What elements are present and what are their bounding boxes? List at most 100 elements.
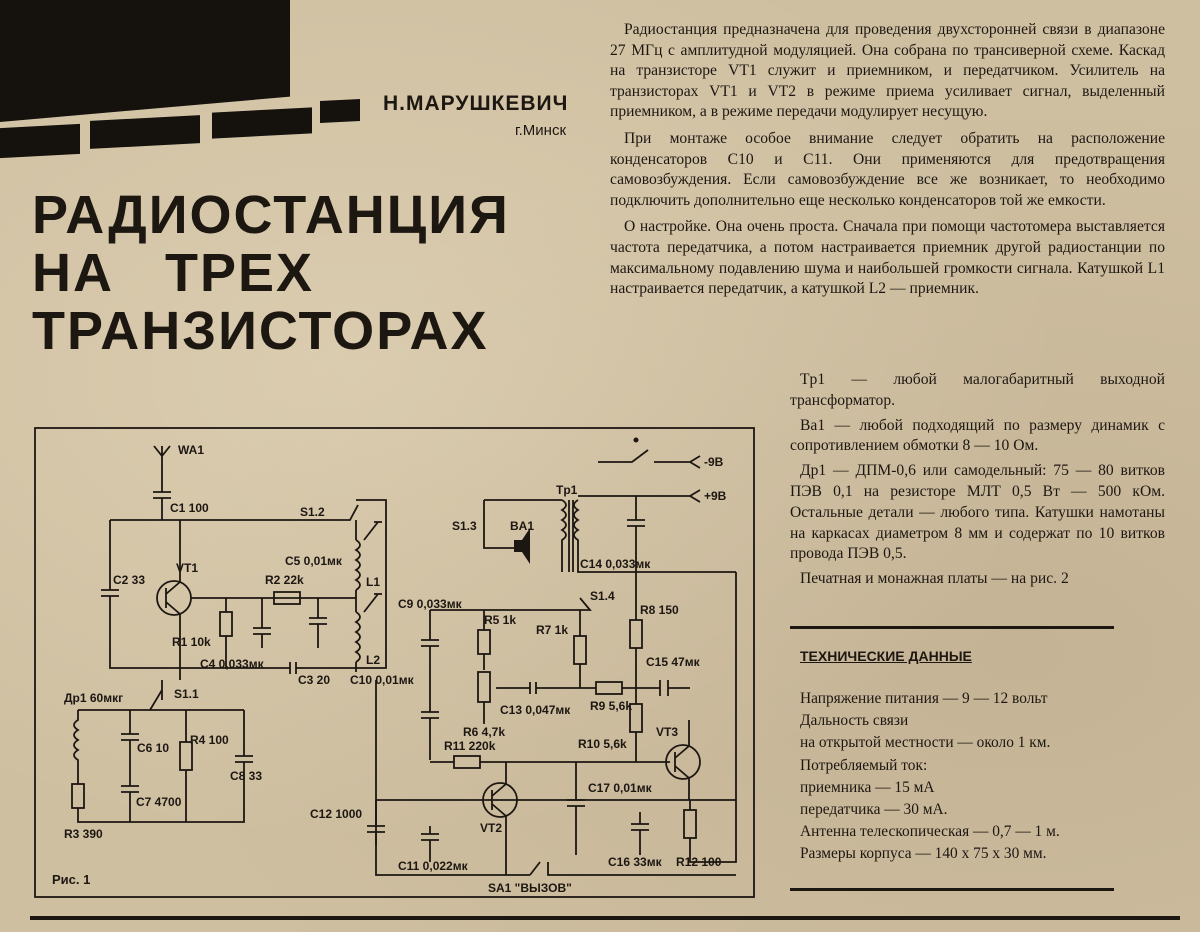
parts-paragraph: Печатная и монажная платы — на рис. 2 (800, 570, 1069, 588)
label-r2: R2 22k (265, 573, 304, 587)
speaker-ba1-icon (514, 528, 530, 564)
resistor-r5 (477, 629, 491, 655)
specs-box: ТЕХНИЧЕСКИЕ ДАННЫЕ Напряжение питания — … (790, 624, 1120, 892)
specs-bottom-rule (790, 888, 1114, 891)
capacitor-c12 (367, 800, 385, 845)
parts-paragraph: Др1 — ДПМ-0,6 или самодельный: 75 — 80 в… (790, 462, 1165, 563)
label-c6: C6 10 (137, 741, 169, 755)
resistor-r11 (453, 755, 481, 769)
label-c1: C1 100 (170, 501, 209, 515)
figure-caption: Рис. 1 (52, 872, 90, 887)
label-r4: R4 100 (190, 733, 229, 747)
spec-line: на открытой местности — около 1 км. (800, 734, 1051, 752)
label-dr1: Др1 60мкг (64, 691, 123, 705)
label-c3: C3 20 (298, 673, 330, 687)
transformer-primary (484, 499, 567, 572)
label-c10: C10 0,01мк (350, 673, 415, 687)
coil-l2 (354, 611, 361, 663)
schematic-svg: WA1 C1 100 S1.2 C5 0,01мк VT1 R2 22k L1 … (34, 427, 755, 898)
label-c7: C7 4700 (136, 795, 182, 809)
article-paragraph: При монтаже особое внимание следует обра… (610, 129, 1165, 209)
transistor-vt3-leads (674, 720, 690, 800)
label-c12: C12 1000 (310, 807, 362, 821)
label-s14: S1.4 (590, 589, 615, 603)
capacitor-c4b (309, 598, 327, 648)
antenna-symbol (153, 445, 171, 468)
label-r3: R3 390 (64, 827, 103, 841)
spec-line: Антенна телескопическая — 0,7 — 1 м. (800, 823, 1060, 841)
decorative-black-stripe (212, 107, 312, 139)
label-c4: C4 0,033мк (200, 657, 265, 671)
parts-list: Tp1 — любой малогабаритный выходной тран… (790, 370, 1165, 594)
specs-title: ТЕХНИЧЕСКИЕ ДАННЫЕ (800, 648, 972, 664)
label-c14: C14 0,033мк (580, 557, 651, 571)
capacitor-c9 (421, 610, 439, 760)
label-r5: R5 1k (484, 613, 516, 627)
label-c15: C15 47мк (646, 655, 701, 669)
label-c8: C8 33 (230, 769, 262, 783)
article-paragraph: Радиостанция предназначена для проведени… (610, 21, 1165, 121)
switch-s11 (149, 680, 163, 711)
transistor-vt2 (482, 782, 518, 818)
wire-plus-9v (578, 489, 701, 503)
parts-paragraph: Ba1 — любой подходящий по размеру динами… (790, 416, 1165, 455)
capacitor-c15 (622, 680, 690, 696)
resistor-r9 (595, 681, 623, 695)
specs-top-rule (790, 626, 1114, 629)
label-r12: R12 100 (676, 855, 722, 869)
capacitor-c17 (567, 762, 585, 855)
circuit-schematic: WA1 C1 100 S1.2 C5 0,01мк VT1 R2 22k L1 … (33, 426, 756, 899)
label-tp1: Tp1 (556, 483, 578, 497)
label-c5: C5 0,01мк (285, 554, 343, 568)
title-line: ТРАНЗИСТОРАХ (32, 301, 489, 361)
label-c17: C17 0,01мк (588, 781, 653, 795)
spec-line: передатчика — 30 мА. (800, 801, 948, 819)
capacitor-c13 (483, 682, 596, 724)
label-r6: R6 4,7k (463, 725, 505, 739)
label-r10: R10 5,6k (578, 737, 627, 751)
resistor-r1 (219, 611, 233, 637)
wire-minus-9v (598, 449, 701, 469)
title-line: НА ТРЕХ (32, 243, 315, 303)
wire-right-rail (689, 572, 737, 863)
label-minus-9v: -9B (704, 455, 724, 469)
potentiometer-r6 (477, 671, 491, 703)
label-s12: S1.2 (300, 505, 325, 519)
label-r1: R1 10k (172, 635, 211, 649)
resistor-r7 (573, 635, 587, 665)
label-c9: C9 0,033мк (398, 597, 463, 611)
spec-line: приемника — 15 мА (800, 778, 935, 796)
decorative-black-stripe (320, 98, 360, 124)
transformer-core (568, 500, 574, 572)
label-l2: L2 (366, 653, 380, 667)
spec-line: Размеры корпуса — 140 х 75 х 30 мм. (800, 845, 1047, 863)
decorative-black-panel (0, 0, 290, 122)
spec-line: Дальность связи (800, 712, 909, 730)
capacitors-c6-c7 (121, 710, 139, 822)
switch-sa1 (529, 861, 736, 876)
wire-c5 (356, 499, 387, 669)
label-s11: S1.1 (174, 687, 199, 701)
specs-list: Напряжение питания — 9 — 12 вольт Дально… (800, 688, 1060, 866)
schematic-border (34, 427, 755, 898)
author-name: Н.МАРУШКЕВИЧ (383, 92, 569, 115)
article-title: РАДИОСТАНЦИЯ НА ТРЕХ ТРАНЗИСТОРАХ (32, 186, 592, 360)
label-c11: C11 0,022мк (398, 859, 469, 873)
capacitor-c3 (289, 662, 356, 674)
junction-dot (633, 437, 639, 443)
resistor-r8 (629, 619, 643, 649)
article-body: Радиостанция предназначена для проведени… (610, 20, 1165, 306)
coil-l1 (354, 539, 361, 591)
label-r11: R11 220k (444, 739, 496, 753)
label-l1: L1 (366, 575, 380, 589)
capacitor-c11 (421, 826, 439, 862)
transistor-vt3 (665, 744, 701, 780)
capacitor-c1 (153, 468, 171, 520)
wire-bottom-left (77, 808, 186, 823)
label-r7: R7 1k (536, 623, 568, 637)
label-r8: R8 150 (640, 603, 679, 617)
label-vt1: VT1 (176, 561, 198, 575)
capacitor-c4 (253, 598, 271, 648)
wire-top-rail (110, 504, 359, 521)
label-r9: R9 5,6k (590, 699, 632, 713)
